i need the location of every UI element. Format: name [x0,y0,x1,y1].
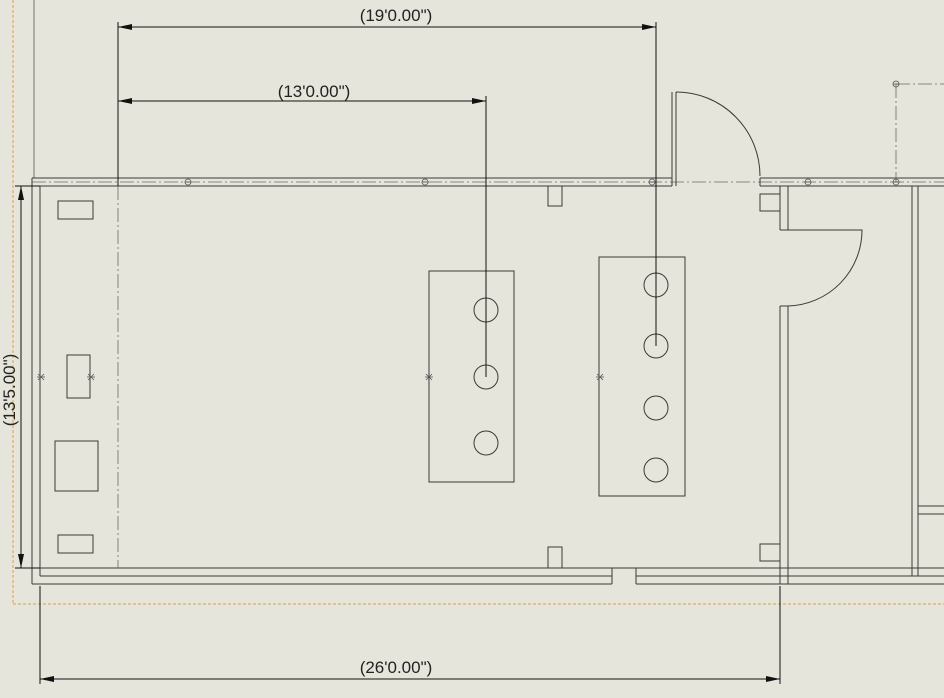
door-top[interactable] [675,91,761,186]
left-wall[interactable] [31,178,41,584]
dimension-inner-width[interactable]: (13'0.00") [118,82,487,377]
bottom-wall[interactable] [32,567,944,585]
dimension-label-bottom-width: (26'0.00") [360,658,433,677]
door-side[interactable] [787,229,863,307]
equipment-box-4 [57,534,94,554]
equipment-box-2 [66,354,91,399]
sheet-border [12,0,944,605]
partition-wall[interactable] [779,186,944,584]
table-2[interactable] [598,256,686,497]
dimension-label-inner-width: (13'0.00") [278,82,351,101]
seat-3 [473,430,499,456]
equipment-box-1 [57,200,94,220]
dimension-top-width[interactable]: (19'0.00") [117,6,657,346]
dimension-label-top-width: (19'0.00") [360,6,433,25]
top-wall[interactable] [32,92,944,187]
seat-6 [643,395,669,421]
equipment-box-3 [54,440,99,492]
upper-right-room [895,83,944,182]
table-1[interactable] [428,270,515,483]
dimension-bottom-width[interactable]: (26'0.00") [39,586,781,684]
wall-fixtures[interactable] [547,185,781,569]
seat-7 [643,457,669,483]
dimension-label-height: (13'5.00") [0,354,19,427]
dimension-height[interactable]: (13'5.00") [0,185,40,569]
reference-markers [37,80,900,381]
